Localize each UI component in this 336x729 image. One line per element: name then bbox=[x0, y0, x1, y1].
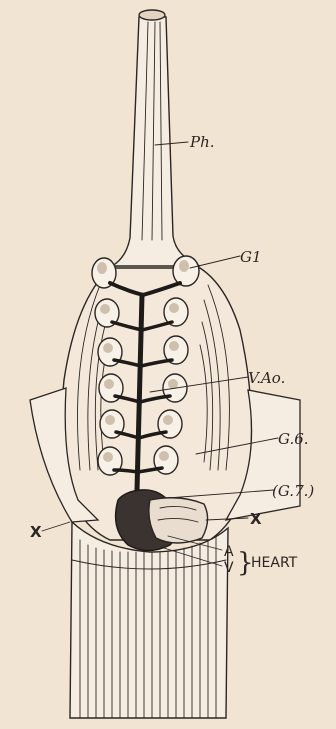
label-pharynx: Ph. bbox=[189, 133, 215, 151]
label-gill-six: G.6. bbox=[278, 430, 309, 448]
label-gill-seven: (G.7.) bbox=[272, 482, 314, 500]
gill-pouch-right-1 bbox=[173, 256, 199, 286]
label-atrium: A bbox=[224, 544, 234, 560]
pharynx-tube bbox=[112, 10, 200, 266]
label-ventral-aorta: V.Ao. bbox=[248, 369, 285, 387]
label-cross-right: X bbox=[250, 510, 262, 528]
trunk bbox=[70, 522, 228, 718]
label-heart: HEART bbox=[251, 555, 298, 571]
label-first-gill: G1 bbox=[240, 248, 262, 266]
label-cross-left: X bbox=[30, 523, 42, 541]
label-ventricle: V bbox=[224, 560, 234, 576]
